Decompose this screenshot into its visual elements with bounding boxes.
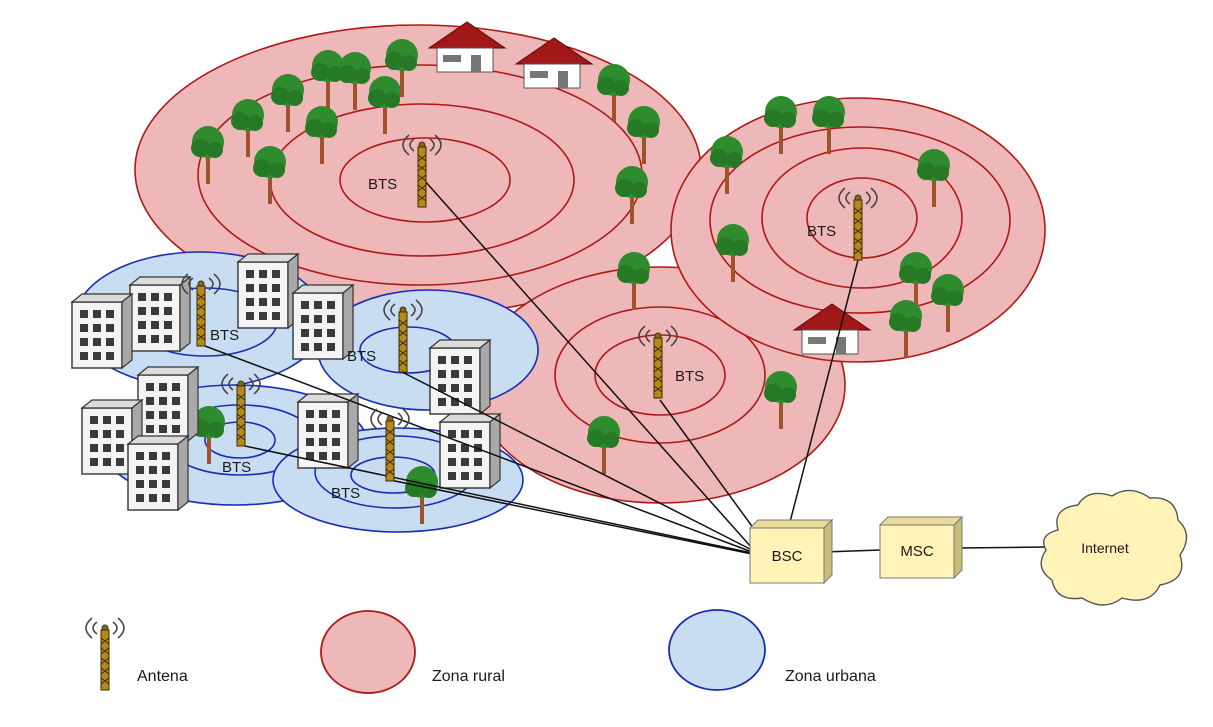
internet-cloud-icon: Internet bbox=[1040, 489, 1188, 606]
network-links bbox=[204, 179, 1046, 555]
internet-label: Internet bbox=[1081, 540, 1129, 556]
building-icon bbox=[127, 435, 189, 511]
legend-antenna-label: Antena bbox=[137, 668, 188, 685]
bts-label: BTS bbox=[222, 459, 251, 476]
bts-label: BTS bbox=[368, 176, 397, 193]
bts-label: BTS bbox=[347, 348, 376, 365]
building-icon bbox=[237, 253, 299, 329]
building-icon bbox=[292, 284, 354, 360]
bts-label: BTS bbox=[331, 485, 360, 502]
bts-label: BTS bbox=[210, 327, 239, 344]
msc-node: MSC bbox=[878, 515, 964, 580]
building-icon bbox=[439, 413, 501, 489]
building-icon bbox=[129, 276, 191, 352]
bts-label: BTS bbox=[675, 368, 704, 385]
legend: Antena Zona rural Zona urbana bbox=[85, 609, 876, 694]
legend-urban-swatch bbox=[668, 609, 766, 691]
building-icon bbox=[297, 393, 359, 469]
legend-antenna-icon bbox=[85, 617, 125, 691]
legend-urban-label: Zona urbana bbox=[785, 668, 876, 685]
building-icon bbox=[137, 366, 199, 442]
msc-label: MSC bbox=[900, 543, 934, 560]
bsc-node: BSC bbox=[748, 518, 834, 585]
legend-rural-label: Zona rural bbox=[432, 668, 505, 685]
bsc-label: BSC bbox=[772, 548, 803, 565]
bts-label: BTS bbox=[807, 223, 836, 240]
legend-rural-swatch bbox=[320, 610, 416, 694]
building-icon bbox=[429, 339, 491, 415]
building-icon bbox=[71, 293, 133, 369]
